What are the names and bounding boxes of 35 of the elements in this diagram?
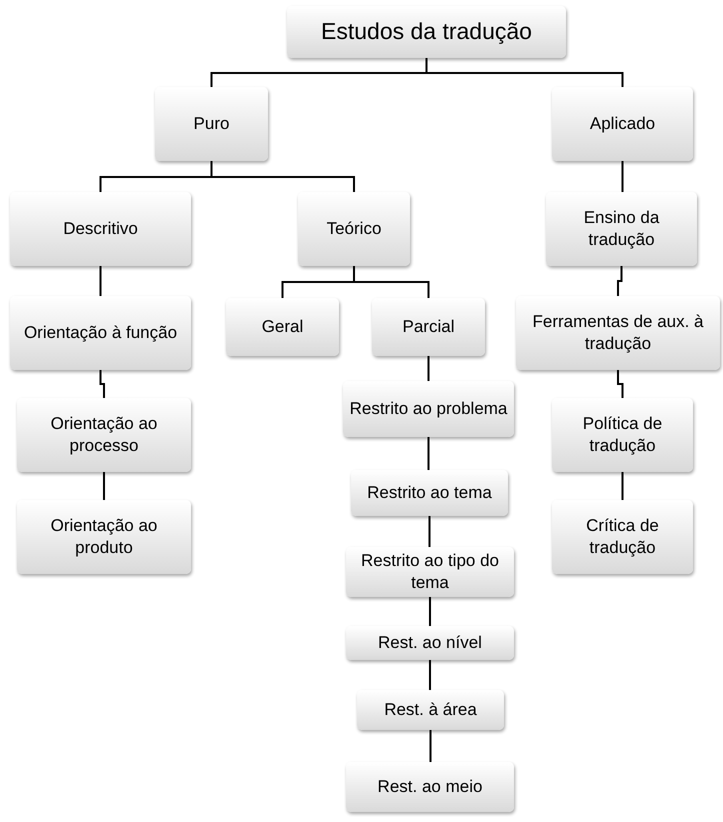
connector-line: [617, 266, 622, 296]
connector-line: [617, 370, 624, 398]
category-box: Aplicado: [552, 87, 693, 161]
category-box: Descritivo: [10, 192, 191, 266]
category-box: Ferramentas de aux. à tradução: [516, 296, 720, 370]
category-box: Geral: [226, 298, 339, 356]
category-box: Ensino da tradução: [546, 192, 697, 266]
connector-line: [430, 730, 432, 762]
connector-line: [353, 266, 430, 298]
category-box: Política de tradução: [552, 398, 693, 472]
connector-line: [100, 266, 102, 296]
connector-line: [428, 516, 430, 547]
category-box: Orientação ao processo: [17, 398, 191, 472]
category-box: Restrito ao problema: [343, 381, 514, 437]
connector-line: [428, 437, 430, 470]
category-box: Orientação ao produto: [17, 500, 191, 574]
connector-line: [103, 472, 105, 500]
category-box: Crítica de tradução: [552, 500, 693, 574]
category-box: Parcial: [372, 298, 485, 356]
category-box: Restrito ao tema: [351, 470, 508, 516]
category-box: Rest. à área: [357, 690, 504, 730]
category-box: Estudos da tradução: [287, 6, 566, 58]
connector-line: [429, 597, 431, 626]
category-box: Rest. ao meio: [346, 762, 514, 812]
connector-line: [622, 472, 624, 500]
connector-line: [622, 161, 624, 192]
category-box: Teórico: [298, 192, 410, 266]
connector-line: [428, 356, 430, 381]
connector-line: [100, 370, 105, 398]
category-box: Puro: [155, 87, 268, 161]
category-box: Orientação à função: [10, 296, 191, 370]
connector-line: [429, 660, 431, 690]
category-box: Restrito ao tipo do tema: [346, 547, 514, 597]
category-box: Rest. ao nível: [346, 626, 514, 660]
connector-line: [426, 58, 624, 87]
